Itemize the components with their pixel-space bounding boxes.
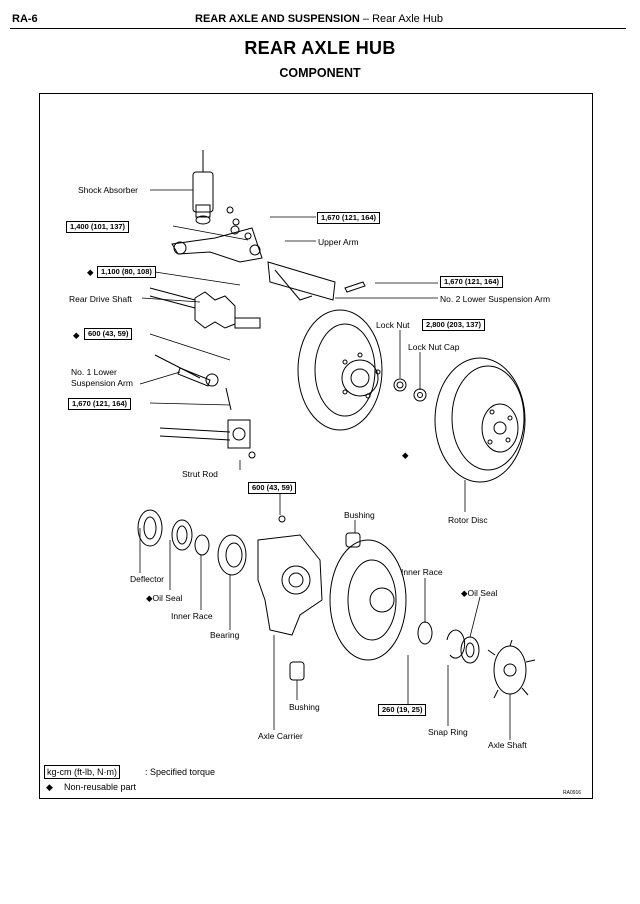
- upper-arm-drawing: [171, 225, 263, 263]
- subsection-name: Rear Axle Hub: [372, 13, 444, 25]
- drive-shaft-drawing: [149, 287, 261, 329]
- label-oil-seal-left: ◆Oil Seal: [146, 593, 182, 603]
- torque-spec-1: 1,670 (121, 164): [317, 212, 381, 224]
- page-subtitle: COMPONENT: [279, 66, 361, 80]
- leader-lines: [139, 189, 511, 740]
- label-axle-carrier: Axle Carrier: [258, 731, 303, 741]
- label-shock-absorber: Shock Absorber: [78, 185, 139, 195]
- section-name: REAR AXLE AND SUSPENSION: [195, 13, 360, 25]
- torque-spec-7: 1,670 (121, 164): [68, 398, 132, 410]
- label-deflector: Deflector: [130, 574, 165, 584]
- label-no1-lower-arm-line2: Suspension Arm: [71, 378, 133, 388]
- header-separator: –: [362, 13, 370, 25]
- label-axle-shaft: Axle Shaft: [488, 740, 527, 750]
- nonreusable-marker-2: ◆: [73, 330, 80, 340]
- torque-spec-3: 1,100 (80, 108): [97, 266, 156, 278]
- label-no1-lower-arm-line1: No. 1 Lower: [71, 367, 117, 377]
- page-header: RA-6 REAR AXLE AND SUSPENSION – Rear Axl…: [10, 10, 626, 29]
- torque-spec-4: 1,670 (121, 164): [440, 276, 504, 288]
- oil-seal-left-drawing: [171, 519, 193, 551]
- label-oil-seal-right: ◆Oil Seal: [461, 588, 497, 598]
- bushing-drawing: [289, 532, 361, 681]
- oil-seal-right-text: Oil Seal: [467, 588, 498, 598]
- deflector-drawing: [137, 509, 163, 547]
- page-code: RA-6: [12, 13, 38, 25]
- legend-nonreusable-symbol: ◆: [46, 782, 53, 792]
- no2-lower-arm-drawing: [267, 261, 366, 301]
- section-title: REAR AXLE AND SUSPENSION – Rear Axle Hub: [195, 13, 443, 25]
- backing-plate-drawing: [297, 309, 427, 431]
- legend-unit-box: kg-cm (ft-lb, N·m): [44, 765, 120, 779]
- nonreusable-diamond-icon: ◆: [461, 588, 468, 598]
- oil-seal-left-text: Oil Seal: [152, 593, 183, 603]
- label-rotor-disc: Rotor Disc: [448, 515, 488, 525]
- inner-race-right-drawing: [417, 621, 433, 645]
- label-inner-race-left: Inner Race: [171, 611, 213, 621]
- label-no2-lower-arm: No. 2 Lower Suspension Arm: [440, 294, 551, 304]
- nonreusable-marker-1: ◆: [87, 267, 94, 277]
- label-lock-nut-cap: Lock Nut Cap: [408, 342, 460, 352]
- label-lock-nut: Lock Nut: [376, 320, 410, 330]
- label-inner-race-right: Inner Race: [401, 567, 443, 577]
- bearing-drawing: [217, 534, 247, 576]
- axle-carrier-drawing: [257, 515, 323, 636]
- torque-spec-5: 2,800 (203, 137): [422, 319, 486, 331]
- label-rear-drive-shaft: Rear Drive Shaft: [69, 294, 132, 304]
- dust-cover-drawing: [329, 539, 407, 661]
- strut-rod-drawing: [159, 419, 256, 459]
- no1-lower-arm-drawing: [154, 354, 232, 411]
- label-upper-arm: Upper Arm: [318, 237, 359, 247]
- torque-spec-8: 600 (43, 59): [248, 482, 297, 494]
- label-bushing-bottom: Bushing: [289, 702, 320, 712]
- inner-race-left-drawing: [194, 534, 210, 556]
- label-bearing: Bearing: [210, 630, 240, 640]
- diagram-frame: [39, 93, 593, 799]
- torque-spec-2: 1,400 (101, 137): [66, 221, 130, 233]
- label-snap-ring: Snap Ring: [428, 727, 468, 737]
- nonreusable-marker-3: ◆: [402, 450, 409, 460]
- legend-unit-text: : Specified torque: [145, 767, 216, 777]
- shock-absorber-drawing: [192, 150, 240, 226]
- label-bushing-top: Bushing: [344, 510, 375, 520]
- rotor-disc-drawing: [434, 357, 526, 483]
- legend-nonreusable-text: Non-reusable part: [64, 782, 137, 792]
- torque-spec-6: 600 (43, 59): [84, 328, 133, 340]
- label-strut-rod: Strut Rod: [182, 469, 218, 479]
- torque-spec-9: 260 (19, 25): [378, 704, 427, 716]
- page-title: REAR AXLE HUB: [244, 38, 396, 58]
- nonreusable-diamond-icon: ◆: [146, 593, 153, 603]
- axle-shaft-drawing: [487, 639, 536, 699]
- figure-code: RA0916: [563, 790, 582, 796]
